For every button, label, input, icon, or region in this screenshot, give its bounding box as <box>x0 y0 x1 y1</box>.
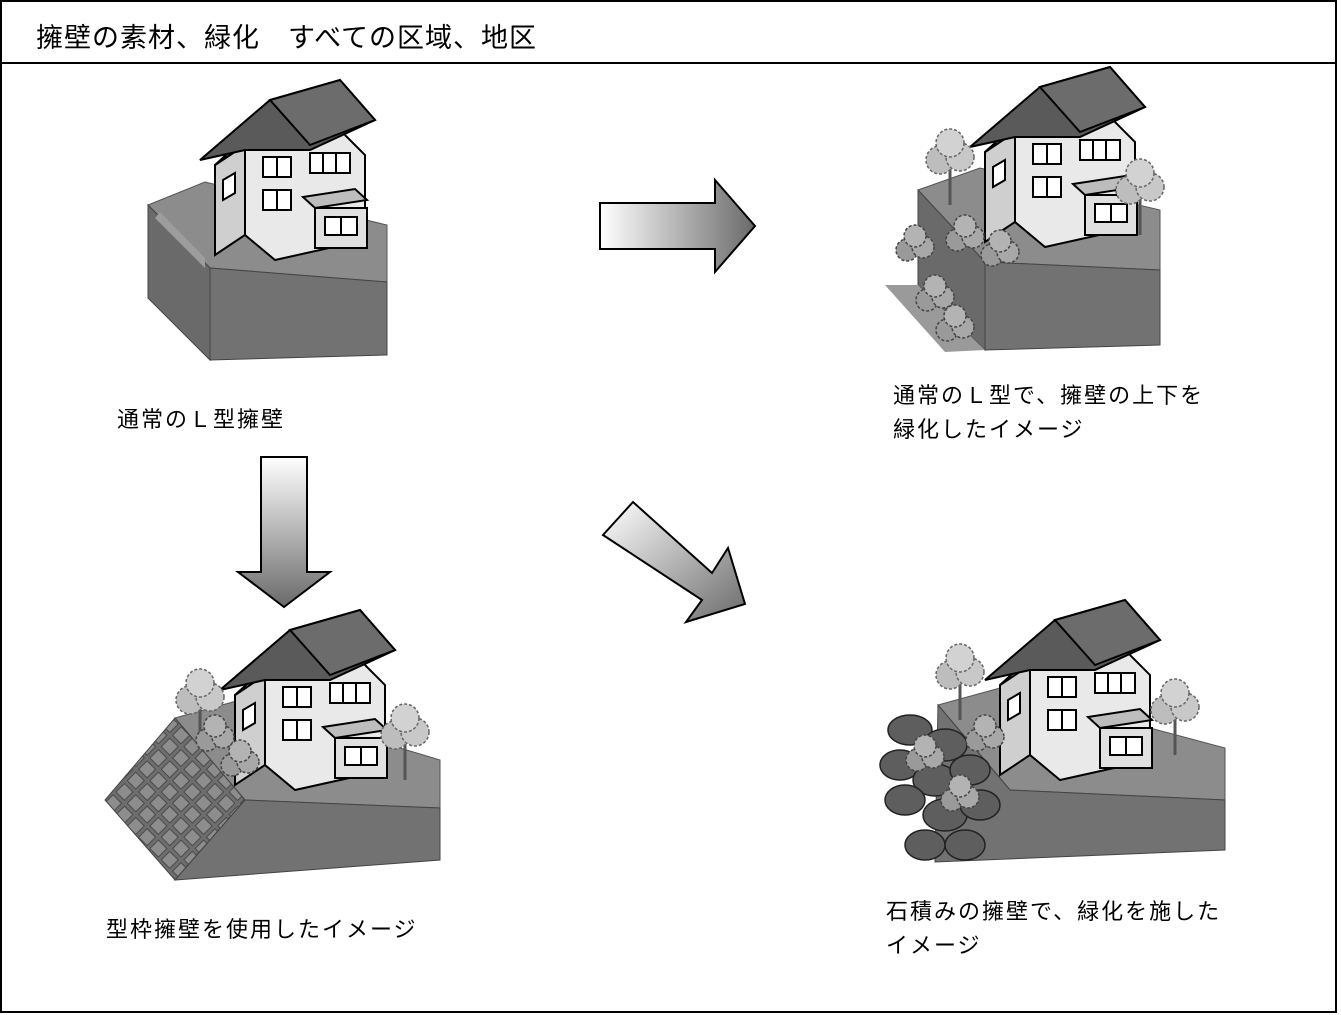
caption-stone-line-1: 石積みの擁壁で、緑化を施した <box>886 900 1222 925</box>
caption-greened-line-2: 緑化したイメージ <box>893 418 1085 443</box>
caption-standard-wall: 通常のＬ型擁壁 <box>117 408 286 433</box>
header-bar: 擁壁の素材、緑化 すべての区域、地区 <box>2 2 1335 64</box>
page-title: 擁壁の素材、緑化 すべての区域、地区 <box>36 23 538 54</box>
caption-greened-wall: 通常のＬ型で、擁壁の上下を 緑化したイメージ <box>893 380 1204 448</box>
caption-stone-line-2: イメージ <box>886 934 982 959</box>
caption-stone-wall: 石積みの擁壁で、緑化を施した イメージ <box>886 896 1221 964</box>
caption-formwork-wall: 型枠擁壁を使用したイメージ <box>106 918 418 943</box>
caption-greened-line-1: 通常のＬ型で、擁壁の上下を <box>893 384 1205 409</box>
